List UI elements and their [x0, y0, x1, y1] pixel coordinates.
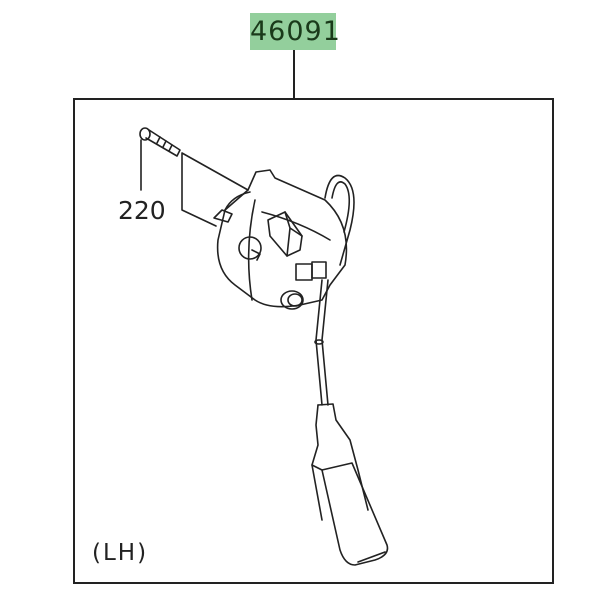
cable	[314, 279, 329, 406]
part-number-callout[interactable]: 46091	[250, 13, 340, 50]
assembly-frame	[73, 98, 554, 584]
connector	[311, 403, 389, 566]
side-label: (LH)	[92, 540, 149, 566]
reference-number-label[interactable]: 220	[118, 196, 166, 225]
switch-housing	[213, 169, 348, 310]
leader-line	[293, 50, 295, 98]
screw-icon	[139, 127, 181, 157]
